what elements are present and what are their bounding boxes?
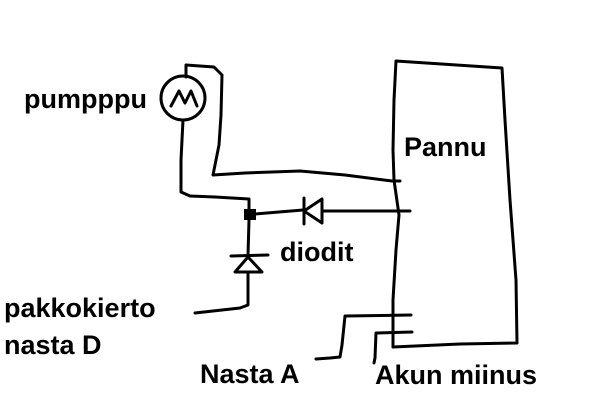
battery-negative-label: Akun miinus	[375, 360, 538, 390]
diode-h-triangle	[302, 197, 324, 225]
wire-junction-to-diode-v	[246, 218, 251, 257]
pack-circuit-label-line1: pakkokierto	[4, 293, 156, 323]
junction-dot	[244, 209, 256, 220]
diodes-label: diodit	[280, 237, 354, 267]
diode-v-triangle	[233, 255, 264, 274]
wire-pump-to-boiler	[184, 63, 402, 183]
diode-v-bar	[229, 253, 270, 258]
pump-motor-icon	[159, 74, 207, 122]
pump-label: pumpppu	[24, 84, 147, 114]
wire-akun-miinus	[372, 330, 414, 365]
pack-circuit-label-line2: nasta D	[4, 330, 102, 360]
pin-a-label: Nasta A	[200, 359, 300, 389]
boiler-box	[391, 59, 519, 349]
wire-diode-v-to-pakkokierto	[193, 270, 250, 315]
wire-junction-to-diode-h	[253, 208, 305, 216]
diode-vertical-icon	[229, 253, 270, 274]
pump-m-glyph	[169, 89, 199, 108]
diode-horizontal-icon	[302, 196, 324, 226]
wire-pump-to-junction	[179, 118, 251, 212]
boiler-label: Pannu	[404, 132, 487, 162]
wire-nasta-a	[314, 313, 413, 361]
